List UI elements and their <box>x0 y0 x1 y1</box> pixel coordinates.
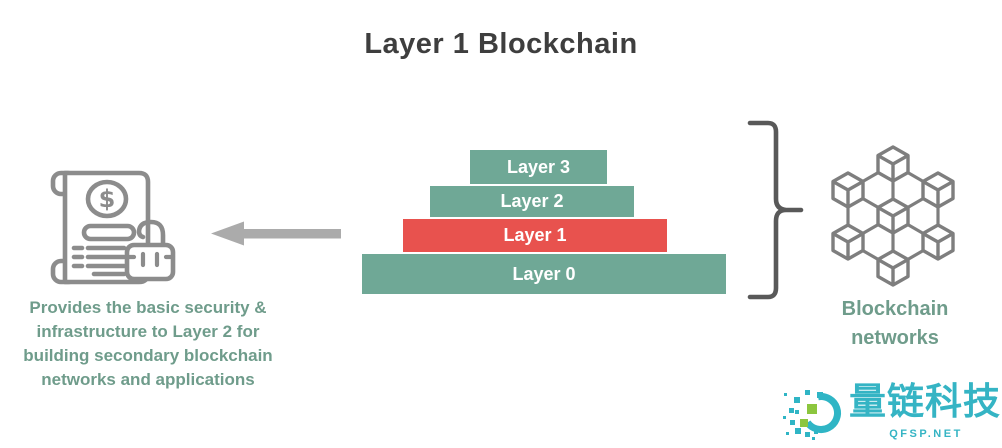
financial-document-lock-icon: $ <box>50 166 182 292</box>
layer-label: Layer 0 <box>512 263 576 284</box>
arrow-head <box>211 221 244 246</box>
cube-icon <box>876 197 910 235</box>
cube-icon <box>921 223 955 261</box>
blockchain-network-icon <box>822 142 964 290</box>
layer-label: Layer 3 <box>506 156 571 177</box>
pyramid-layer-1: Layer 1 <box>403 219 667 252</box>
cube-icon <box>831 223 865 261</box>
pyramid-layer-3: Layer 3 <box>470 150 607 184</box>
cube-icon <box>876 145 910 183</box>
padlock-detail <box>124 251 176 268</box>
layer-label: Layer 2 <box>500 191 564 211</box>
dollar-sign-icon: $ <box>99 185 116 213</box>
left-annotation-text: Provides the basic security & infrastruc… <box>23 298 273 390</box>
arrow-shaft <box>240 229 341 239</box>
text-pill <box>81 223 137 242</box>
brand-url: QFSP.NET <box>889 428 963 440</box>
layer-label: Layer 1 <box>503 225 567 245</box>
brand-name: 量链科技 <box>849 380 1001 423</box>
scroll-document-icon: $ <box>50 170 176 285</box>
left-arrow-icon <box>211 220 341 247</box>
cube-icon <box>876 249 910 287</box>
pyramid-layer-0: Layer 0 <box>362 254 726 294</box>
cube-icon <box>921 171 955 209</box>
padlock-shackle <box>136 219 166 249</box>
padlock-icon <box>124 219 176 282</box>
pyramid-layer-2: Layer 2 <box>430 186 634 217</box>
qfsp-logo-icon <box>781 380 847 442</box>
cube-icon <box>831 171 865 209</box>
curly-brace-icon <box>741 119 805 301</box>
padlock-body <box>124 242 176 282</box>
dollar-circle-icon <box>85 179 129 219</box>
page-title: Layer 1 Blockchain <box>364 28 638 60</box>
blockchain-networks-label: Blockchain networks <box>841 298 949 349</box>
text-lines <box>71 245 127 277</box>
